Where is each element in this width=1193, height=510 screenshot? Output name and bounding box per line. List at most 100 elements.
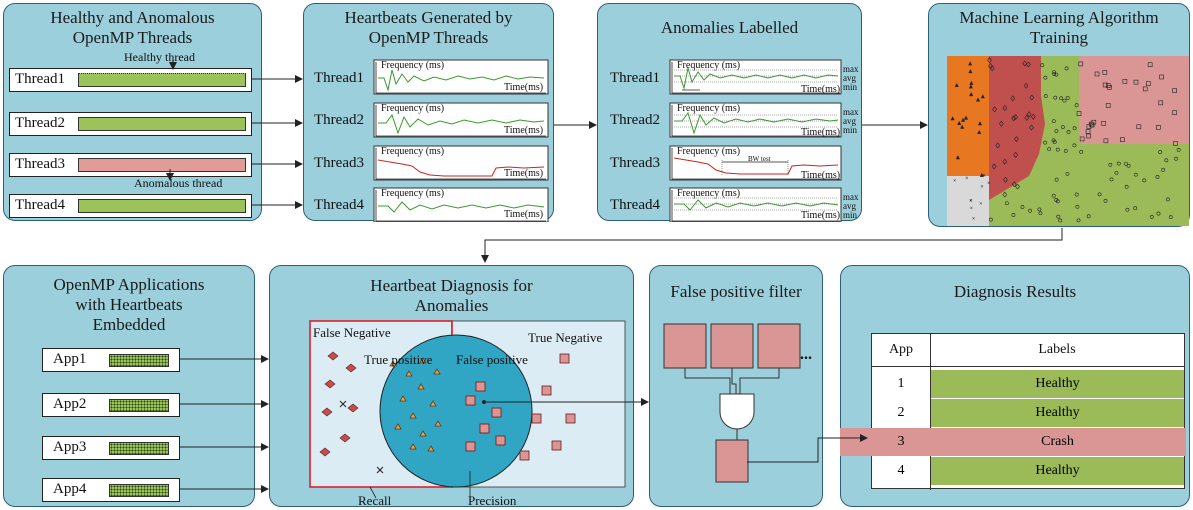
ml-point [955,155,960,160]
thread-label: Thread2 [314,112,364,128]
ml-point [1062,98,1067,103]
ml-point [1029,94,1035,101]
ml-point [969,92,974,97]
ml-point [1002,158,1008,165]
app-label: App3 [53,439,87,455]
app-label: App1 [53,351,87,367]
ml-point [1142,86,1148,92]
avg-marker: avg [843,73,856,83]
thread-label: Thread3 [314,155,364,171]
ml-point [1107,85,1112,90]
ml-point [977,121,982,126]
panel-anomalies-labelled: Anomalies Labelled Thread1 Thread2 Threa… [597,3,862,222]
thread-label: Thread4 [314,197,364,213]
app-heartbeat-bar [109,399,169,412]
ml-point [1164,158,1169,163]
panel-false-positive-filter: False positive filter ... [649,265,823,507]
ml-point [1051,193,1056,198]
ml-point [1052,72,1057,76]
ml-point [1003,176,1008,183]
ml-point [991,163,997,170]
ml-point [1028,208,1032,213]
ml-point [1025,61,1031,68]
ml-point [1023,82,1029,89]
ml-point [1116,161,1121,166]
panel-title: False positive filter [670,282,802,301]
ml-point [1059,96,1064,101]
ml-point [960,124,965,129]
panel-title: Diagnosis Results [953,282,1077,301]
panel-title: Healthy and Anomalous OpenMP Threads [50,8,215,47]
ml-point [1055,147,1060,152]
ml-point: × [970,206,973,212]
ml-point [1159,74,1164,80]
ml-point [1066,130,1071,134]
ml-point [1136,124,1142,130]
ml-point [1124,184,1129,189]
column-divider [930,334,931,490]
heartbeat-plot [373,102,549,138]
precision-recall-diagram [309,320,626,499]
ml-decision-map: ××××××××××× [947,56,1189,226]
ml-point [976,97,981,102]
ml-point [1168,215,1173,220]
ml-point [977,129,982,134]
panel-heartbeats-generated: Heartbeats Generated by OpenMP Threads T… [303,3,554,222]
false-positive-squares [465,381,506,452]
ml-point [1030,113,1036,120]
app-heartbeat-bar [109,442,169,455]
time-label: Time(ms) [801,170,841,181]
ml-point [1146,81,1151,86]
panel-title: Anomalies Labelled [660,18,799,37]
ml-point [1004,201,1009,206]
result-app: 4 [897,463,905,478]
thread-label: Thread3 [15,156,65,172]
ml-point [1156,125,1161,130]
frequency-label: Frequency (ms) [677,60,741,71]
table-header: App Labels [872,334,1184,490]
ml-point [1101,121,1106,126]
ml-point [987,57,992,64]
frequency-label: Frequency (ms) [677,146,741,157]
ml-point [963,115,968,120]
ml-point [1054,198,1059,202]
ml-point [1158,100,1164,106]
ml-point [1037,207,1042,212]
ml-point [1158,150,1163,154]
ml-point [1156,211,1161,216]
ml-point [1172,110,1177,115]
ml-point [1043,140,1047,145]
ml-point [1114,171,1119,175]
anomalous-thread-label: Anomalous thread [134,176,223,190]
thread-row: Thread1 [9,68,252,92]
ml-point [961,117,966,122]
avg-marker: avg [843,116,856,126]
heartbeat-plot [373,59,549,95]
app-row: App1 [42,348,180,372]
ml-point [1091,119,1097,125]
ml-point [954,83,959,88]
panel-ml-training: Machine Learning Algorithm Training ××××… [928,3,1190,227]
app-row: App4 [42,478,180,502]
ml-point [1165,197,1170,202]
ml-point [1065,171,1070,176]
ml-point [1024,114,1030,121]
max-marker: max [843,64,859,74]
ml-point [1063,148,1068,153]
filter-diagram [663,323,801,483]
true-positive-label: True positive [364,352,433,367]
false-positive-label: False positive [456,352,528,367]
ml-point: × [979,202,982,208]
ml-point [1051,138,1056,143]
ml-point [1043,94,1048,99]
ml-point [1103,138,1109,144]
header-app: App [888,342,914,357]
ml-point [968,69,973,74]
ml-point [1064,66,1069,71]
ml-point [1079,136,1085,142]
ml-point [1085,129,1091,134]
panel-title: Heartbeats Generated by OpenMP Threads [344,8,513,47]
